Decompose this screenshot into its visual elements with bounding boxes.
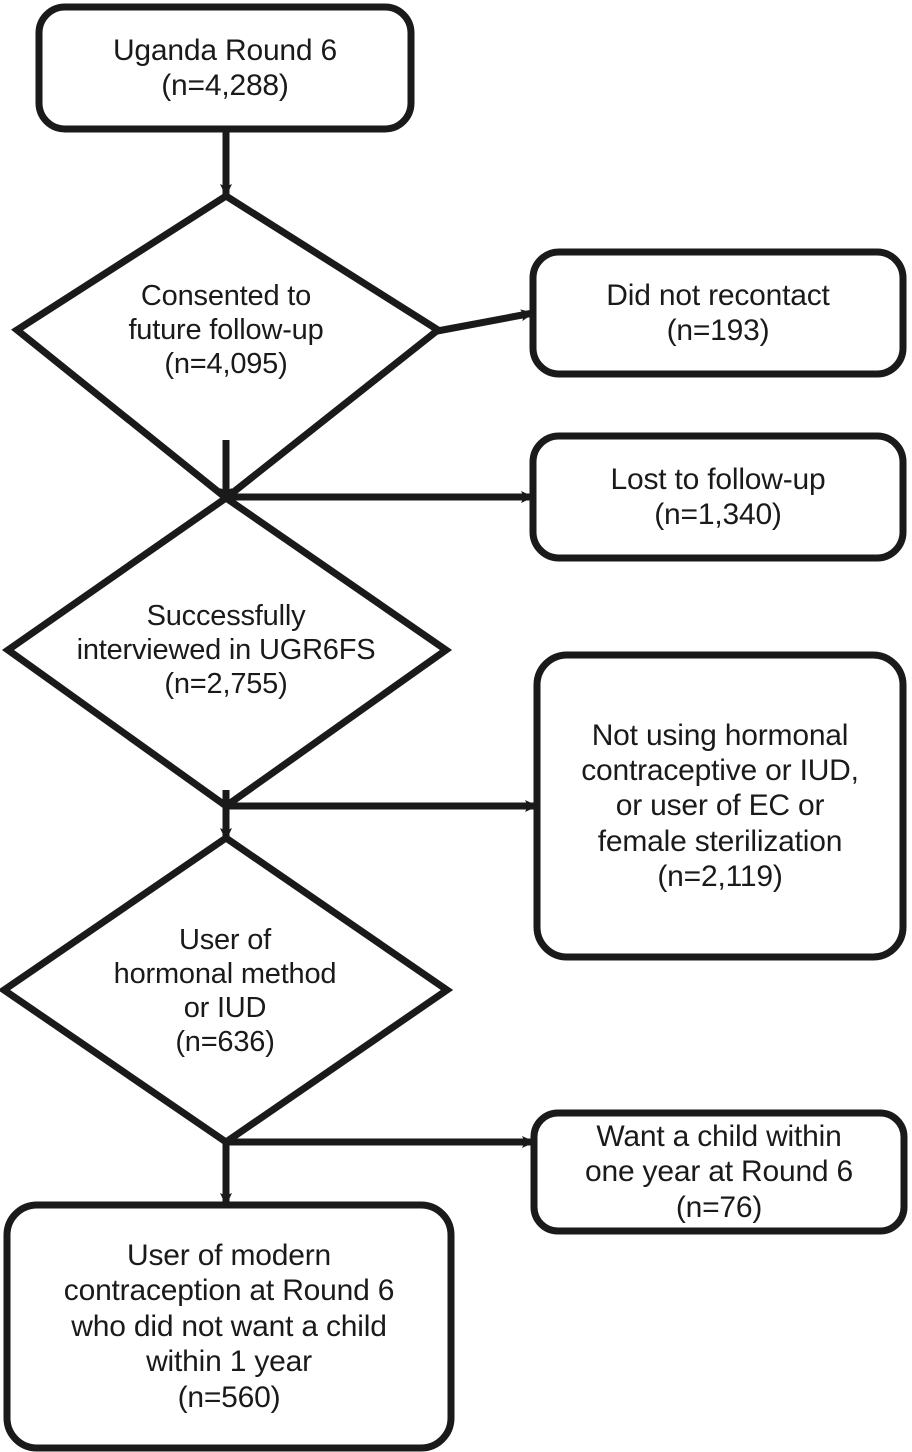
- node-shape-want-child-box: [530, 1109, 908, 1235]
- node-shape-final-box: [3, 1201, 455, 1452]
- node-shape-start-box: [35, 3, 415, 133]
- node-shape-interviewed-diamond: [1, 493, 453, 811]
- edge-consent-to-no-recontact: [431, 309, 534, 336]
- node-shape-hormonal-diamond: [0, 833, 454, 1147]
- node-shape-not-using-box: [533, 651, 907, 961]
- node-shape-lost-followup-box: [529, 432, 907, 562]
- node-shape-no-recontact-box: [529, 248, 907, 378]
